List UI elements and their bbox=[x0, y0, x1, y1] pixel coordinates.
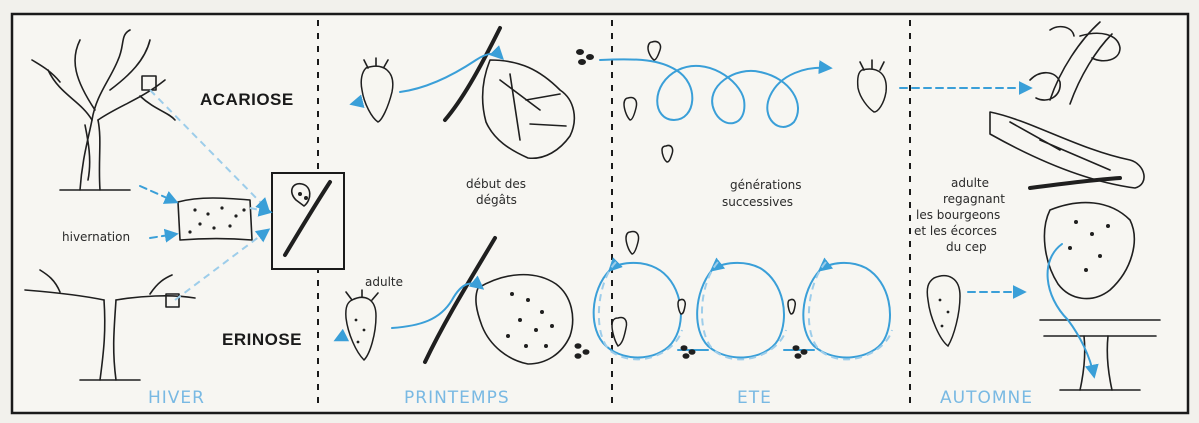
label-adulte: adulte bbox=[365, 275, 403, 289]
season-printemps: PRINTEMPS bbox=[404, 388, 510, 408]
label-regagnant-1: adulte bbox=[951, 176, 989, 190]
label-debut-2: dégâts bbox=[476, 193, 517, 207]
label-generations-2: successives bbox=[722, 195, 793, 209]
label-regagnant-2: regagnant bbox=[943, 192, 1005, 206]
season-automne: AUTOMNE bbox=[940, 388, 1033, 408]
label-erinose: ERINOSE bbox=[222, 330, 302, 349]
bud-closeup bbox=[272, 173, 344, 269]
label-generations-1: générations bbox=[730, 178, 802, 192]
label-regagnant-3: les bourgeons bbox=[916, 208, 1000, 222]
label-acariose: ACARIOSE bbox=[200, 90, 294, 109]
season-ete: ETE bbox=[737, 388, 772, 408]
season-hiver: HIVER bbox=[148, 388, 205, 408]
diagram-frame bbox=[12, 14, 1188, 413]
label-hivernation: hivernation bbox=[62, 230, 130, 244]
label-regagnant-4: et les écorces bbox=[914, 224, 997, 238]
label-debut-1: début des bbox=[466, 177, 526, 191]
label-regagnant-5: du cep bbox=[946, 240, 987, 254]
